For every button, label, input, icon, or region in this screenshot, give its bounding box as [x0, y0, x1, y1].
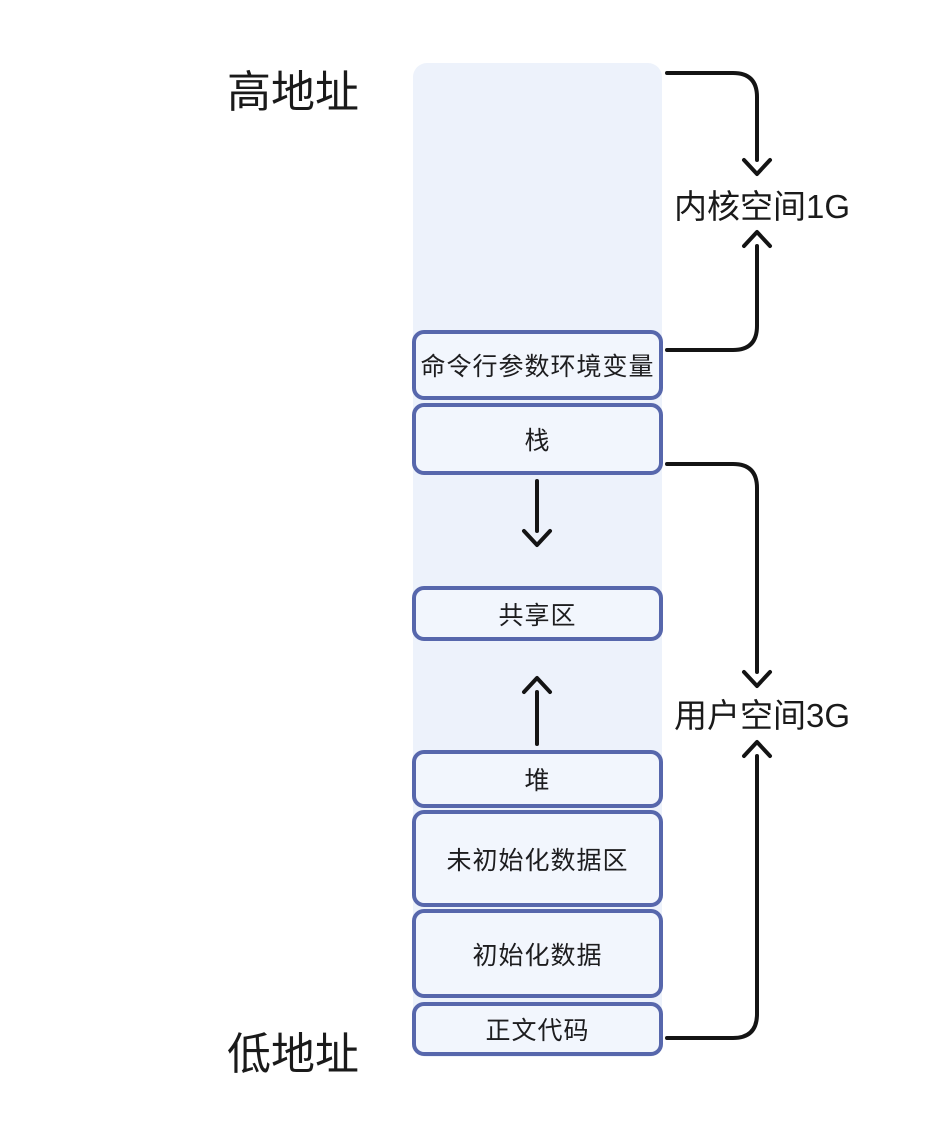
address-space-column — [413, 63, 662, 1057]
user-space-label: 用户空间3G — [673, 697, 851, 734]
segment-stack: 栈 — [412, 403, 663, 475]
segment-heap-label: 堆 — [524, 767, 551, 795]
user-space-bracket-bottom-arrow — [665, 740, 772, 1040]
segment-initialized-data: 初始化数据 — [412, 909, 663, 998]
kernel-space-bracket-top-arrow — [665, 71, 772, 176]
user-space-bracket-top-arrow — [665, 462, 772, 688]
segment-shared-label: 共享区 — [498, 601, 577, 630]
segment-shared: 共享区 — [412, 586, 663, 641]
segment-uninitialized-data-label: 未初始化数据区 — [446, 846, 629, 875]
kernel-space-bracket-bottom-arrow — [665, 230, 772, 352]
segment-cmdline-env: 命令行参数环境变量 — [412, 330, 663, 400]
segment-uninitialized-data: 未初始化数据区 — [412, 810, 663, 907]
segment-cmdline-env-label: 命令行参数环境变量 — [420, 353, 655, 381]
kernel-space-label: 内核空间1G — [673, 188, 851, 225]
segment-stack-label: 栈 — [524, 427, 551, 455]
low-address-label: 低地址 — [227, 1030, 359, 1079]
segment-text-code-label: 正文代码 — [485, 1017, 590, 1045]
segment-initialized-data-label: 初始化数据 — [472, 941, 603, 970]
segment-heap: 堆 — [412, 750, 663, 808]
high-address-label: 高地址 — [227, 68, 359, 117]
segment-text-code: 正文代码 — [412, 1002, 663, 1056]
